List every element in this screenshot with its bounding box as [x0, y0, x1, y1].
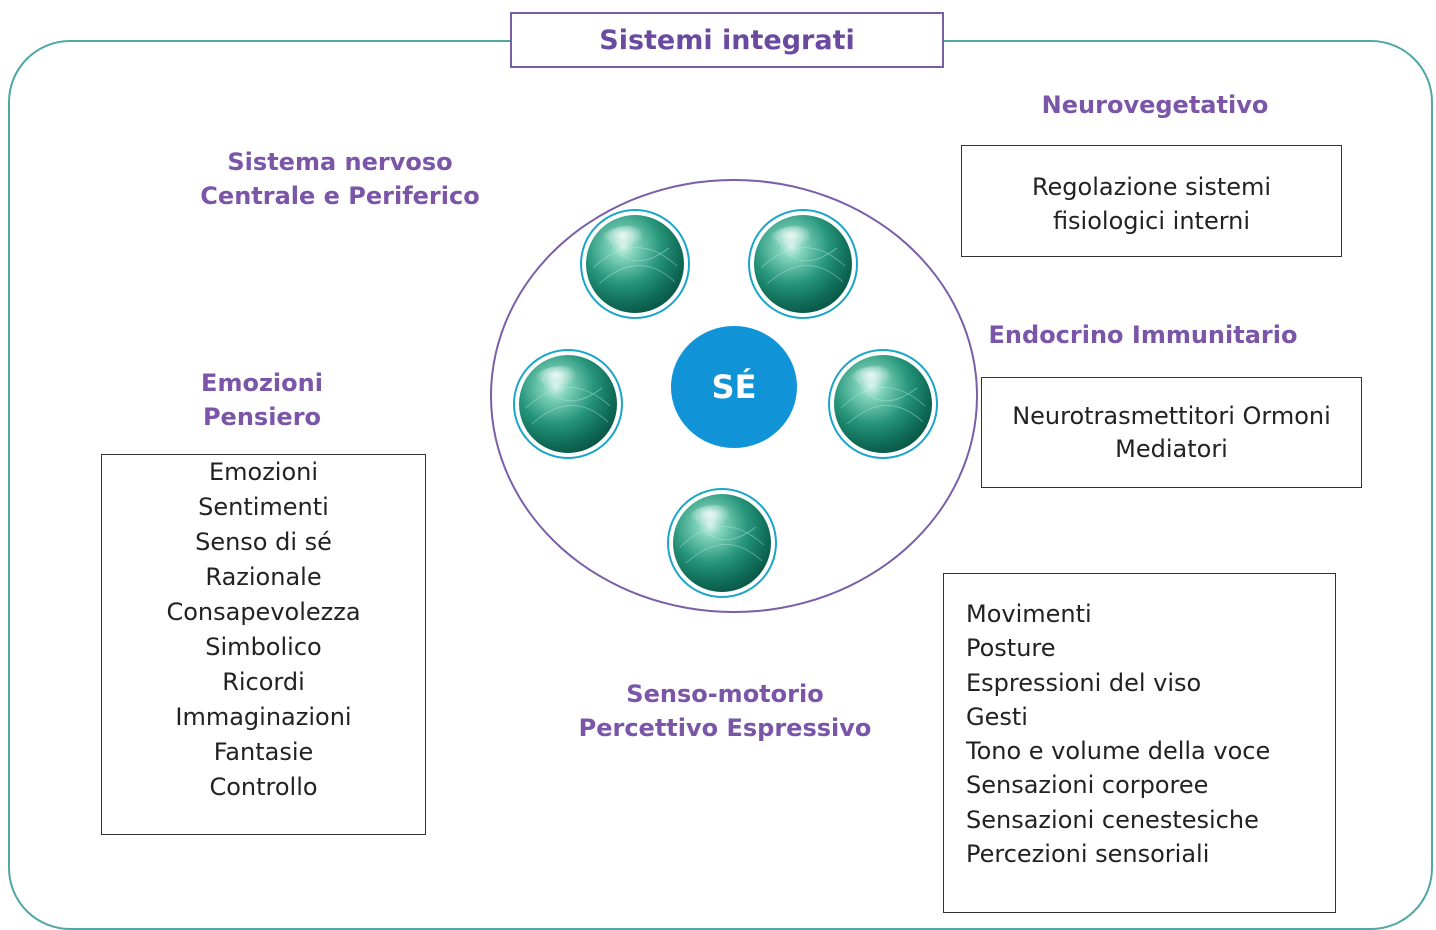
- box-senso-motorio: Movimenti Posture Espressioni del viso G…: [943, 573, 1336, 913]
- list-item: Espressioni del viso: [966, 668, 1202, 697]
- heading-sistema-nervoso: Sistema nervoso Centrale e Periferico: [185, 145, 495, 213]
- sphere-icon: [828, 349, 938, 459]
- heading-line: Senso-motorio: [626, 680, 824, 708]
- list-item: Sensazioni corporee: [966, 771, 1209, 800]
- sphere-icon: [580, 209, 690, 319]
- sphere-icon: [748, 209, 858, 319]
- list-item: Ricordi: [222, 668, 305, 696]
- list-item: Sentimenti: [198, 493, 329, 521]
- list-item: Razionale: [205, 563, 322, 591]
- heading-line: Neurovegetativo: [1041, 91, 1269, 119]
- box-line: fisiologici interni: [1052, 207, 1251, 235]
- heading-endocrino: Endocrino Immunitario: [968, 318, 1318, 352]
- heading-line: Percettivo Espressivo: [578, 714, 872, 742]
- list-item: Gesti: [966, 702, 1028, 731]
- list-item: Senso di sé: [195, 528, 332, 556]
- list-item: Consapevolezza: [166, 598, 361, 626]
- heading-line: Sistema nervoso: [227, 148, 453, 176]
- heading-neurovegetativo: Neurovegetativo: [1000, 88, 1310, 122]
- box-line: Regolazione sistemi: [1031, 173, 1272, 201]
- list-item: Fantasie: [213, 738, 314, 766]
- diagram-title: Sistemi integrati: [510, 12, 944, 68]
- list-item: Percezioni sensoriali: [966, 840, 1210, 869]
- box-endocrino: Neurotrasmettitori Ormoni Mediatori: [981, 377, 1362, 488]
- list-item: Sensazioni cenestesiche: [966, 805, 1259, 834]
- box-emozioni: Emozioni Sentimenti Senso di sé Razional…: [101, 454, 426, 835]
- list-item: Controllo: [209, 773, 318, 801]
- box-line: Neurotrasmettitori Ormoni: [1012, 402, 1331, 430]
- self-label: SÉ: [711, 368, 757, 406]
- list-item: Tono e volume della voce: [966, 737, 1271, 766]
- list-item: Immaginazioni: [175, 703, 352, 731]
- box-line: Mediatori: [1115, 435, 1228, 463]
- list-item: Simbolico: [205, 633, 322, 661]
- heading-line: Pensiero: [202, 403, 322, 431]
- list-item: Movimenti: [966, 600, 1092, 628]
- sphere-icon: [667, 488, 777, 598]
- self-node: SÉ: [671, 326, 797, 448]
- heading-line: Centrale e Periferico: [200, 182, 480, 210]
- heading-senso-motorio: Senso-motorio Percettivo Espressivo: [560, 677, 890, 745]
- self-circle: [490, 179, 978, 613]
- heading-emozioni-pensiero: Emozioni Pensiero: [162, 366, 362, 434]
- heading-line: Emozioni: [201, 369, 323, 397]
- diagram-title-text: Sistemi integrati: [599, 24, 855, 56]
- list-item: Emozioni: [208, 458, 319, 486]
- heading-line: Endocrino Immunitario: [988, 321, 1298, 349]
- list-item: Posture: [966, 634, 1056, 663]
- sphere-icon: [513, 349, 623, 459]
- box-neurovegetativo: Regolazione sistemi fisiologici interni: [961, 145, 1342, 257]
